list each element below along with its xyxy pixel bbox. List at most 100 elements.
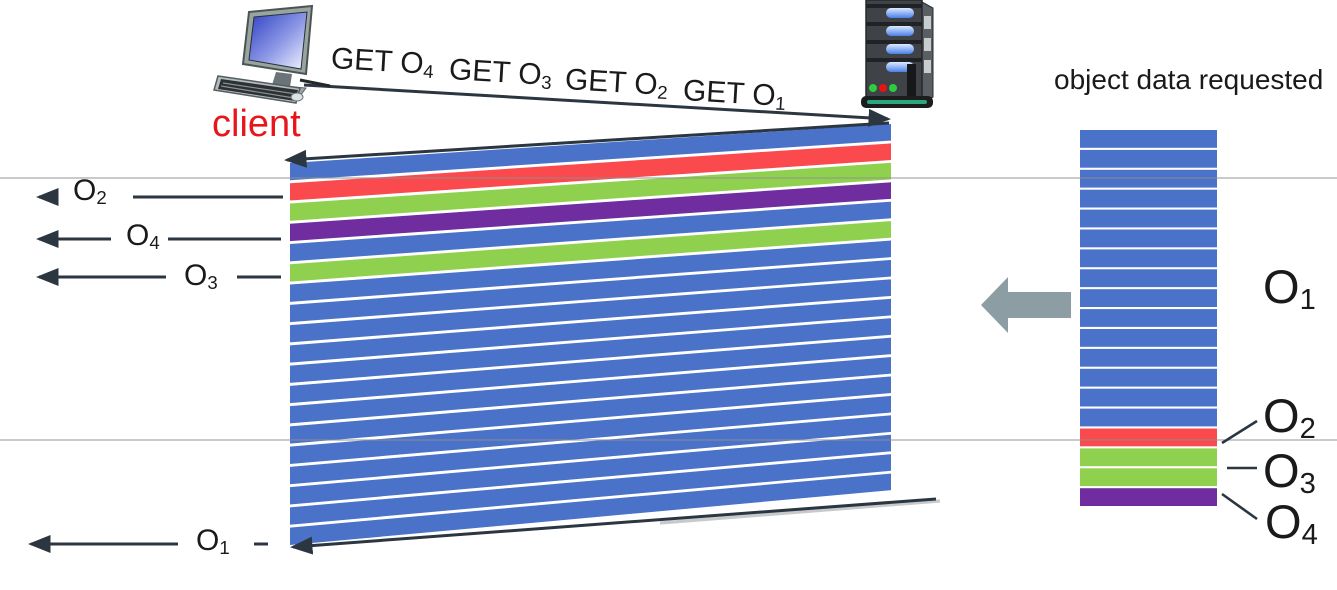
object-text: O	[1263, 389, 1300, 442]
object-text: O	[184, 259, 208, 292]
get-text: GET O	[682, 74, 777, 113]
band-frame-stripe-blue	[290, 279, 891, 343]
object-bar-stripe-blue	[1080, 229, 1217, 248]
band-frame-stripe-blue	[290, 298, 891, 363]
object-bar-stripe-green	[1080, 448, 1217, 467]
cable	[299, 78, 331, 88]
object-bar-stripe-blue	[1080, 149, 1217, 168]
object-text: O	[126, 219, 150, 252]
server-led-bar	[886, 8, 914, 18]
get-text: GET O	[564, 63, 659, 102]
get-sub: 2	[656, 81, 669, 103]
delivery-arrows	[28, 188, 283, 553]
band-frame-stripe-blue	[290, 357, 891, 424]
get-text: GET O	[330, 42, 425, 81]
band-frame-stripe-blue	[290, 376, 891, 444]
client-computer-icon	[213, 4, 331, 104]
get-sub: 3	[540, 71, 553, 93]
delivered-object-label-o3: O3	[184, 259, 218, 293]
object-bar-stripe-blue	[1080, 348, 1217, 367]
band-frame-stripe-red	[290, 143, 891, 201]
object-text: O	[1263, 260, 1300, 313]
object-text: O	[1263, 444, 1300, 497]
server-ridge	[866, 58, 922, 62]
delivered-object-label-o2: O2	[73, 174, 107, 208]
object-bar-stripe-blue	[1080, 269, 1217, 288]
keyboard-key-row	[222, 82, 297, 95]
delivered-object-label-o1: O1	[196, 524, 230, 558]
object-text: O	[1265, 495, 1302, 548]
band-frame-stripe-blue	[290, 124, 891, 181]
band-frame-stripe-blue	[290, 259, 891, 323]
get-request-label-o2: GET O2	[564, 63, 669, 103]
transfer-arrow	[981, 277, 1071, 333]
band-frame-stripe-blue	[290, 395, 891, 464]
server-base-light	[867, 100, 927, 104]
get-sub: 1	[774, 92, 787, 114]
server-led-red	[879, 84, 887, 92]
object-sub: 1	[219, 536, 230, 558]
server-side-slot	[924, 60, 931, 73]
object-bar-stripe-blue	[1080, 368, 1217, 387]
response-frame-band	[290, 124, 891, 545]
object-bar-stripe-green	[1080, 468, 1217, 487]
band-frame-stripe-blue	[290, 415, 891, 485]
band-frame-stripe-blue	[290, 454, 891, 525]
object-sub: 3	[207, 271, 218, 293]
server-ridge	[866, 40, 922, 44]
object-sub: 2	[96, 186, 107, 208]
object-sub: 4	[149, 231, 160, 253]
object-bar-stripe-blue	[1080, 189, 1217, 208]
server-led-green	[869, 84, 877, 92]
server-led-bar	[886, 44, 914, 54]
band-frame-stripe-blue	[290, 337, 891, 404]
band-frame-stripe-purple	[290, 182, 891, 242]
object-bar-title: object data requested	[1054, 64, 1324, 95]
object-bar-stripe-blue	[1080, 249, 1217, 268]
client-label: client	[212, 103, 301, 145]
object-bar-label-o3: O3	[1263, 444, 1316, 498]
object-text: O	[196, 524, 220, 557]
get-text: GET O	[448, 53, 543, 92]
object-sub: 4	[1301, 518, 1318, 551]
server-icon	[861, 0, 934, 108]
band-frame-stripe-blue	[290, 318, 891, 383]
object-bar-connectors	[1221, 419, 1258, 521]
object-bar-stripe-blue	[1080, 209, 1217, 228]
band-frame-stripe-blue	[290, 473, 891, 545]
object-bar-stripe-blue	[1080, 289, 1217, 307]
object-bar-stripe-blue	[1080, 388, 1217, 407]
object-bar-stripe-blue	[1080, 169, 1217, 188]
object-sub: 3	[1299, 467, 1316, 500]
object-sub: 1	[1299, 283, 1316, 316]
server-ridge	[866, 4, 922, 8]
monitor-stand	[272, 72, 292, 87]
object-bar-stripe-blue	[1080, 130, 1217, 148]
object-bar-label-o1: O1	[1263, 260, 1316, 314]
server-vent-slot	[907, 64, 916, 96]
server-led-green	[889, 84, 897, 92]
band-frame-stripe-green	[290, 221, 891, 282]
band-top-arrow	[284, 121, 890, 168]
object-bar-stripe-purple	[1080, 488, 1217, 506]
object-bar-stripe-blue	[1080, 408, 1217, 427]
get-request-label-o1: GET O1	[682, 74, 787, 114]
object-sub: 2	[1299, 412, 1316, 445]
monitor-screen	[248, 11, 308, 70]
object-bar-stripe-blue	[1080, 329, 1217, 347]
band-frame-stripe-blue	[290, 201, 891, 262]
band-bottom-shadow	[659, 499, 941, 525]
object-bar-connector-o4	[1221, 492, 1258, 521]
server-led-bar	[886, 26, 914, 36]
object-bar-label-o2: O2	[1263, 389, 1316, 443]
object-bar-label-o4: O4	[1265, 495, 1318, 549]
band-frame-stripe-green	[290, 162, 891, 221]
delivered-object-label-o4: O4	[126, 219, 160, 253]
band-frame-stripe-blue	[290, 434, 891, 505]
object-text: O	[73, 174, 97, 207]
server-ridge	[866, 22, 922, 26]
server-side-slot	[924, 16, 931, 29]
get-request-arrow	[303, 83, 891, 127]
get-request-label-o3: GET O3	[448, 53, 553, 93]
